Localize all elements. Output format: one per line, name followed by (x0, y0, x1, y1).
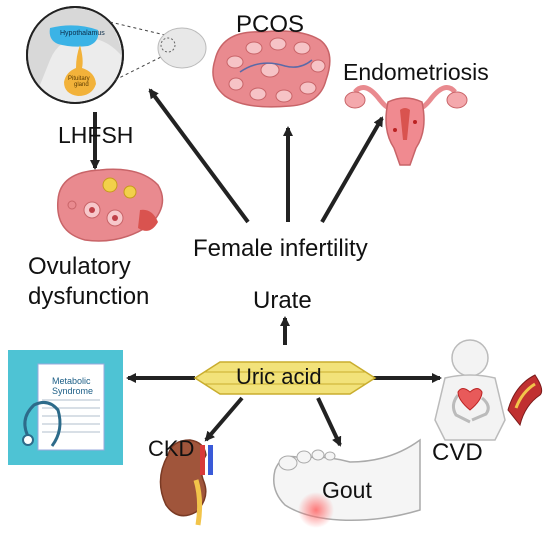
ckd-label: CKD (148, 436, 195, 461)
arrow-fi-to-brain (148, 88, 250, 224)
ovulatory-dysfunction-label: Ovulatory dysfunction (28, 253, 150, 310)
foot (273, 438, 421, 528)
arrow-center-to-gout (316, 397, 342, 447)
metabolic-syndrome-label: Metabolic Syndrome (52, 376, 94, 396)
uterus (344, 85, 468, 166)
kidney (159, 439, 213, 526)
gout-label: Gout (322, 477, 372, 503)
arrow-center-to-ckd (204, 396, 244, 442)
endometriosis-label: Endometriosis (343, 59, 489, 85)
cvd-label: CVD (432, 439, 483, 466)
arrow-fi-to-endometriosis (320, 116, 384, 223)
hypothalamus-label: Hypothalamus (60, 30, 105, 37)
pituitary-label: Pituitary gland (68, 76, 90, 89)
pcos-ovary (212, 30, 331, 108)
ovary-ovulatory (57, 168, 164, 242)
pcos-label: PCOS (236, 11, 305, 38)
uric-acid-badge (193, 361, 377, 395)
brain-inset (26, 6, 207, 104)
lhfsh-label: LHFSH (58, 122, 134, 148)
urate-label: Urate (253, 287, 312, 314)
arrows (90, 88, 442, 447)
metabolic-card (8, 350, 123, 465)
uric-acid-label: Uric acid (236, 364, 322, 389)
female-infertility-label: Female infertility (193, 235, 368, 262)
person-figure (434, 339, 543, 441)
